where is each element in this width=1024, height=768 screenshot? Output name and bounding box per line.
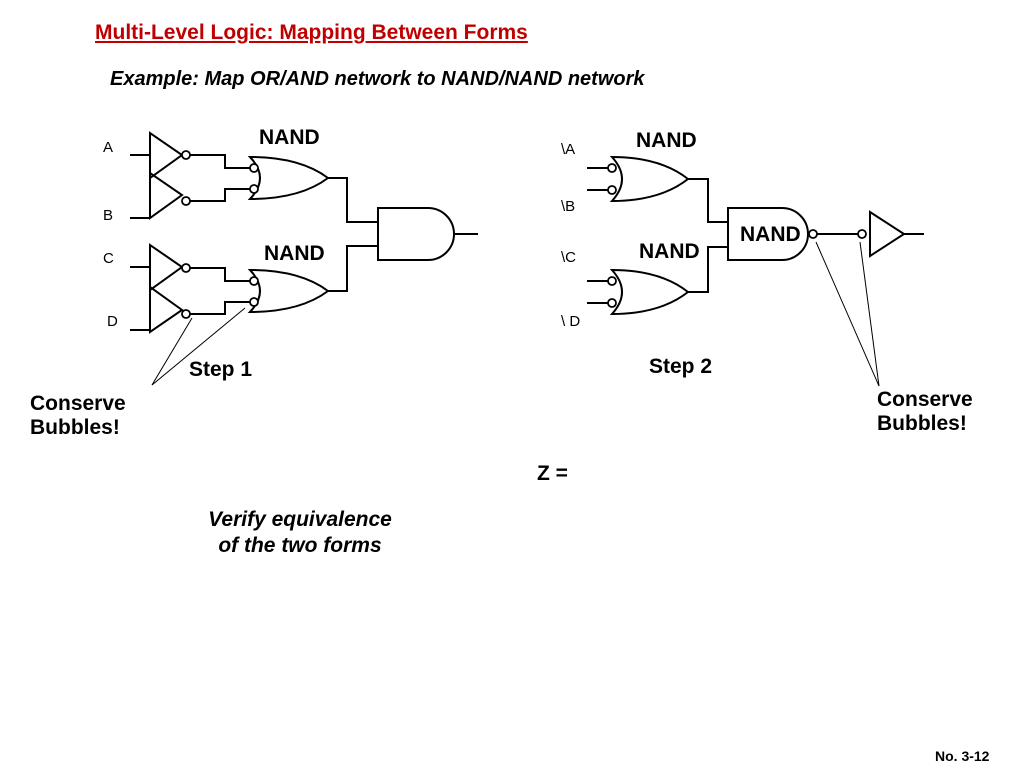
verify-line2: of the two forms [218,534,382,557]
right-conserve-line1: Conserve [877,388,973,411]
slide-subtitle: Example: Map OR/AND network to NAND/NAND… [110,68,645,90]
right-nand-label-2: NAND [639,240,700,263]
inverter-a [149,131,184,180]
right-input-a-label: \A [561,141,576,158]
inverter-b-bubble [181,196,191,206]
left-conserve-note: Conserve Bubbles! [30,392,126,440]
left-or-gate-2 [247,268,330,314]
inverter-c-bubble [181,263,191,273]
page-number: No. 3-12 [935,748,990,764]
right-input-b-label: \B [561,198,576,215]
verify-note: Verify equivalence of the two forms [150,507,450,559]
left-circuit [130,131,478,386]
inverter-c [149,243,184,292]
output-buffer [869,210,906,258]
right-conserve-note: Conserve Bubbles! [877,388,973,436]
inverter-a-bubble [181,150,191,160]
inverter-b [149,171,184,220]
right-input-c-label: \C [561,249,576,266]
right-circuit [587,155,924,387]
left-input-b-label: B [103,207,114,224]
left-nand-label-1: NAND [259,126,320,149]
z-equation: Z = [537,462,568,485]
left-and-gate [377,207,455,261]
inverter-d [149,285,184,334]
inverter-d-bubble [181,309,191,319]
left-input-d-label: D [107,313,118,330]
left-input-c-label: C [103,250,114,267]
right-conserve-line2: Bubbles! [877,412,967,435]
left-or-gate-1 [247,155,330,201]
verify-line1: Verify equivalence [208,508,392,531]
left-conserve-line1: Conserve [30,392,126,415]
left-conserve-line2: Bubbles! [30,416,120,439]
step-2-label: Step 2 [649,355,713,378]
left-nand-label-2: NAND [264,242,325,265]
right-nand-gate [727,207,809,261]
right-nand-label-1: NAND [636,129,697,152]
left-input-a-label: A [103,139,114,156]
right-nand-label-3: NAND [740,223,801,246]
step-1-label: Step 1 [189,358,253,381]
right-input-d-label: \ D [561,313,581,330]
right-or-gate-1 [609,155,690,203]
right-or-gate-2 [609,268,690,316]
slide-title: Multi-Level Logic: Mapping Between Forms [95,21,528,44]
